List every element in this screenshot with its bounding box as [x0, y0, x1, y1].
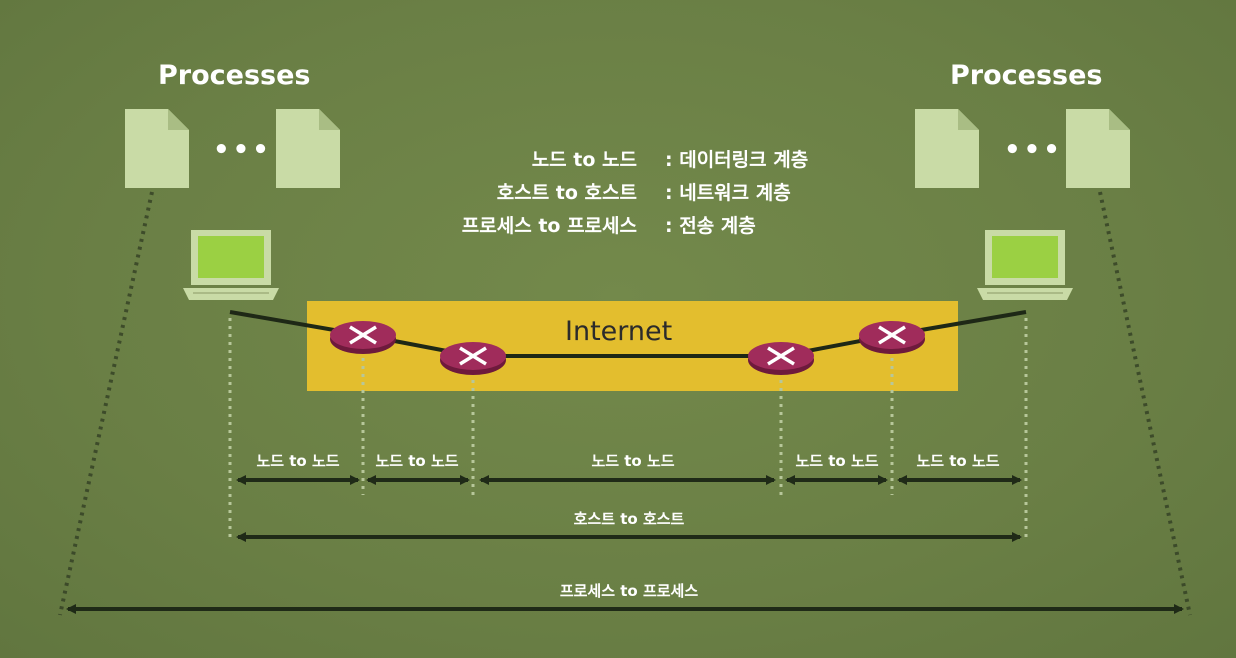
hop-span-label: 노드 to 노드: [256, 452, 340, 470]
hop-span-label: 노드 to 노드: [375, 452, 459, 470]
document-icon: [125, 109, 189, 188]
router-icon: [330, 321, 396, 354]
document-icon: [1066, 109, 1130, 188]
legend-term: 프로세스 to 프로세스: [461, 215, 637, 237]
hop-span-label: 노드 to 노드: [916, 452, 1000, 470]
host-span-label: 호스트 to 호스트: [573, 510, 685, 528]
right-ellipsis: •••: [1004, 135, 1063, 165]
router-icon: [748, 342, 814, 375]
router-icon: [859, 321, 925, 354]
legend-desc: : 데이터링크 계층: [665, 149, 809, 171]
document-icon: [915, 109, 979, 188]
legend-desc: : 네트워크 계층: [665, 182, 791, 204]
left-ellipsis: •••: [213, 135, 272, 165]
document-icon: [276, 109, 340, 188]
left-laptop-icon: [183, 230, 279, 300]
right-process-guide: [1098, 191, 1192, 616]
internet-label: Internet: [565, 316, 673, 347]
right-laptop-icon: [977, 230, 1073, 300]
left-processes-title: Processes: [158, 60, 311, 91]
hop-span-label: 노드 to 노드: [591, 452, 675, 470]
legend-desc: : 전송 계층: [665, 215, 756, 237]
left-process-guide: [58, 191, 154, 616]
router-icon: [440, 342, 506, 375]
process-span-label: 프로세스 to 프로세스: [559, 582, 699, 600]
right-processes-title: Processes: [950, 60, 1103, 91]
hop-span-label: 노드 to 노드: [795, 452, 879, 470]
legend-term: 호스트 to 호스트: [496, 182, 637, 204]
legend-term: 노드 to 노드: [531, 149, 637, 171]
